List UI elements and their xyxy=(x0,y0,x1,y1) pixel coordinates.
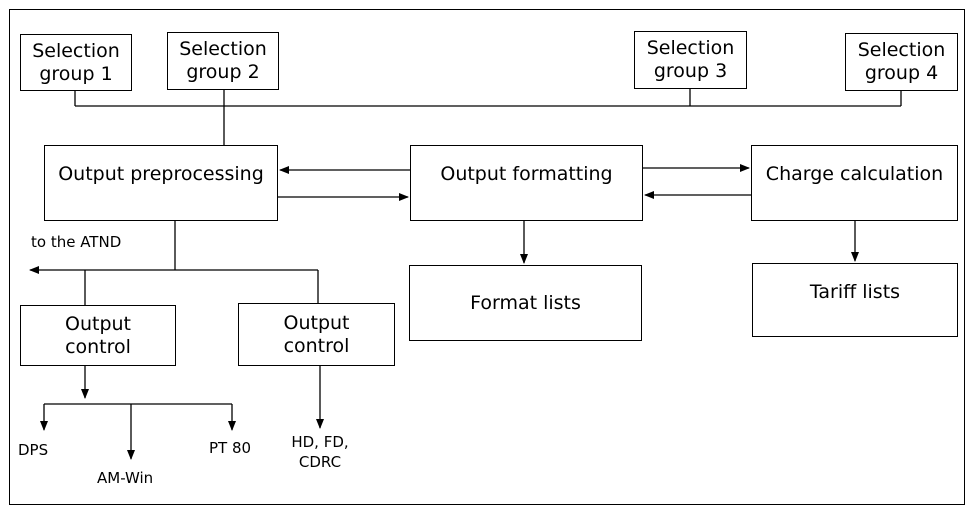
selection-group-3-line1: Selection xyxy=(646,37,735,59)
selection-group-3: Selection group 3 xyxy=(634,31,747,89)
output-preprocessing-box: Output preprocessing xyxy=(44,145,278,221)
destination-hd-fd-line: HD, FD, xyxy=(291,433,349,451)
selection-group-3-line2: group 3 xyxy=(653,60,728,82)
output-preprocessing-label: Output preprocessing xyxy=(58,163,264,185)
selection-group-1-line1: Selection xyxy=(32,39,120,62)
destination-pt80: PT 80 xyxy=(209,439,252,457)
selection-group-2-line2: group 2 xyxy=(186,61,260,83)
format-lists-box: Format lists xyxy=(409,265,642,341)
selection-group-4-line2: group 4 xyxy=(864,62,939,84)
to-atnd-label: to the ATND xyxy=(31,233,122,251)
selection-group-1-line2: group 1 xyxy=(39,62,113,85)
output-control-2-box: Output control xyxy=(238,303,395,366)
selection-group-1: Selection group 1 xyxy=(20,34,132,91)
outer-frame xyxy=(9,9,965,505)
format-lists-label: Format lists xyxy=(470,291,581,314)
selection-group-4-line1: Selection xyxy=(857,39,946,61)
selection-group-2: Selection group 2 xyxy=(167,32,279,90)
output-formatting-label: Output formatting xyxy=(440,163,613,185)
output-control-1-line1: Output xyxy=(65,312,131,335)
output-control-1-box: Output control xyxy=(20,305,176,366)
tariff-lists-label: Tariff lists xyxy=(809,281,901,303)
output-formatting-box: Output formatting xyxy=(410,145,643,221)
output-control-1-line2: control xyxy=(65,335,131,358)
destination-cdrc-line: CDRC xyxy=(298,453,342,471)
charge-calculation-label: Charge calculation xyxy=(765,163,944,185)
destination-am-win: AM-Win xyxy=(97,469,154,487)
selection-group-2-line1: Selection xyxy=(179,38,267,60)
destination-dps: DPS xyxy=(18,441,49,459)
output-control-2-line1: Output xyxy=(283,311,350,334)
tariff-lists-box: Tariff lists xyxy=(752,263,958,337)
destination-hd-fd-cdrc: HD, FD, CDRC xyxy=(280,432,360,472)
charge-calculation-box: Charge calculation xyxy=(751,145,958,221)
selection-group-4: Selection group 4 xyxy=(845,33,958,91)
output-control-2-line2: control xyxy=(283,334,350,357)
